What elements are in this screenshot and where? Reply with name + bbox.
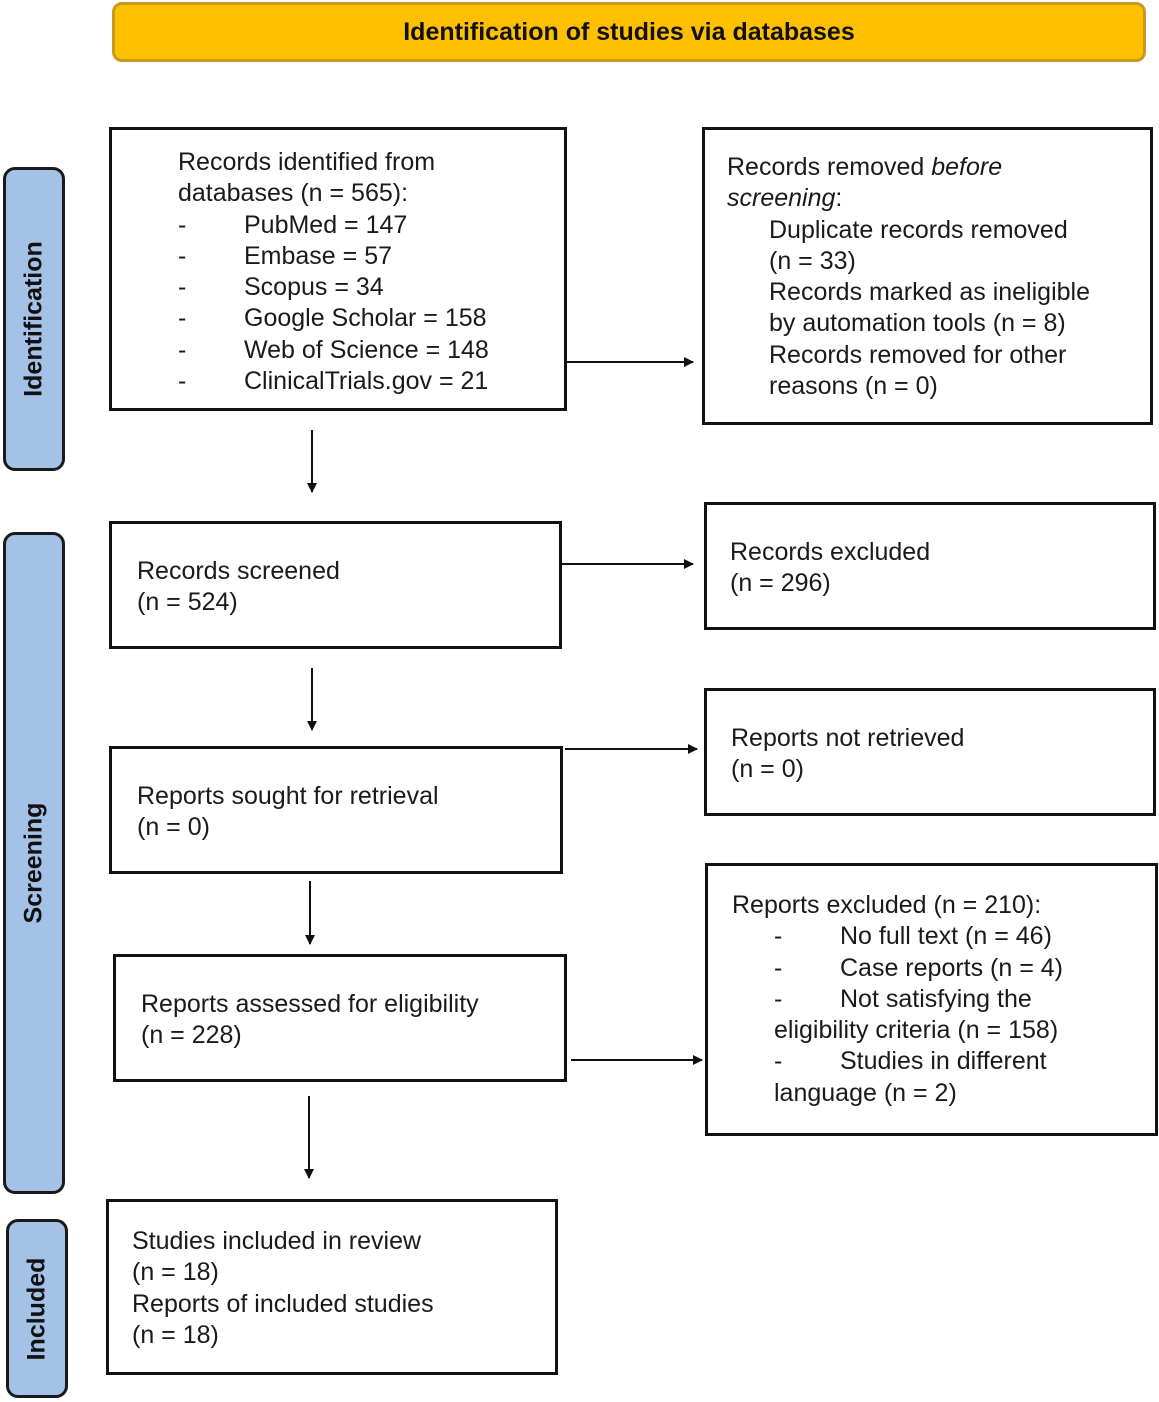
reports-excluded-item: - Studies in different — [732, 1046, 1155, 1077]
header-title: Identification of studies via databases — [403, 17, 855, 46]
records-removed-emphasis: before — [931, 153, 1003, 181]
list-dash: - — [178, 210, 187, 239]
list-dash: - — [774, 953, 783, 982]
source-google-scholar: Google Scholar = 158 — [244, 304, 487, 333]
source-embase: Embase = 57 — [244, 241, 393, 270]
source-item: - Google Scholar = 158 — [178, 303, 564, 334]
reports-excluded-box: Reports excluded (n = 210): - No full tex… — [705, 863, 1158, 1136]
excluded-criteria-b: eligibility criteria (n = 158) — [774, 1016, 1059, 1045]
excluded-no-full-text: No full text (n = 46) — [840, 922, 1052, 951]
records-identified-line2: databases (n = 565): — [178, 179, 409, 208]
records-screened-label: Records screened — [137, 557, 340, 585]
records-excluded-label: Records excluded — [730, 538, 931, 566]
source-item: - Scopus = 34 — [178, 272, 564, 303]
removed-ineligible: Records marked as ineligible — [769, 278, 1090, 307]
list-dash: - — [774, 984, 783, 1013]
source-scopus: Scopus = 34 — [244, 273, 384, 302]
records-removed-colon: : — [835, 184, 843, 213]
excluded-case-reports: Case reports (n = 4) — [840, 953, 1064, 982]
phase-identification: Identification — [3, 167, 65, 471]
reports-assessed-label: Reports assessed for eligibility — [141, 990, 479, 1018]
records-identified-line1: Records identified from — [178, 148, 436, 176]
list-dash: - — [178, 335, 187, 364]
removed-ineligible-count: by automation tools (n = 8) — [769, 309, 1066, 338]
source-pubmed: PubMed = 147 — [244, 210, 408, 239]
excluded-language-b: language (n = 2) — [774, 1078, 957, 1107]
list-dash: - — [178, 241, 187, 270]
removed-other: Records removed for other — [769, 340, 1067, 369]
list-dash: - — [178, 273, 187, 302]
list-dash: - — [178, 367, 187, 396]
reports-assessed-count: (n = 228) — [141, 1021, 242, 1050]
source-item: - PubMed = 147 — [178, 210, 564, 241]
list-dash: - — [774, 922, 783, 951]
removed-other-count: reasons (n = 0) — [769, 372, 938, 401]
reports-included-label: Reports of included studies — [132, 1289, 434, 1318]
studies-included-box: Studies included in review (n = 18) Repo… — [106, 1199, 558, 1375]
reports-sought-box: Reports sought for retrieval (n = 0) — [109, 746, 563, 874]
records-identified-box: Records identified from databases (n = 5… — [109, 127, 567, 411]
list-dash: - — [774, 1047, 783, 1076]
records-removed-box: Records removed before screening: Duplic… — [702, 127, 1153, 425]
records-removed-title-2: screening: — [727, 183, 1150, 214]
records-screened-count: (n = 524) — [137, 588, 238, 617]
phase-included: Included — [6, 1219, 68, 1398]
reports-excluded-item: - Not satisfying the — [732, 984, 1155, 1015]
source-item: - Web of Science = 148 — [178, 335, 564, 366]
records-excluded-box: Records excluded (n = 296) — [704, 502, 1156, 630]
removed-duplicates-count: (n = 33) — [769, 246, 856, 275]
records-removed-title-1: Records removed before — [727, 152, 1150, 183]
studies-included-count: (n = 18) — [132, 1258, 219, 1287]
records-removed-text: Records removed — [727, 153, 932, 181]
excluded-language-a: Studies in different — [840, 1047, 1047, 1076]
records-excluded-count: (n = 296) — [730, 569, 831, 598]
records-screened-box: Records screened (n = 524) — [109, 521, 562, 649]
reports-not-retrieved-count: (n = 0) — [731, 755, 804, 784]
reports-sought-count: (n = 0) — [137, 813, 210, 842]
reports-included-count: (n = 18) — [132, 1320, 219, 1349]
reports-excluded-item: - Case reports (n = 4) — [732, 953, 1155, 984]
reports-sought-label: Reports sought for retrieval — [137, 782, 439, 810]
reports-not-retrieved-box: Reports not retrieved (n = 0) — [704, 688, 1156, 816]
reports-not-retrieved-label: Reports not retrieved — [731, 724, 965, 752]
excluded-criteria-a: Not satisfying the — [840, 984, 1032, 1013]
list-dash: - — [178, 304, 187, 333]
source-clinicaltrials: ClinicalTrials.gov = 21 — [244, 367, 489, 396]
source-item: - ClinicalTrials.gov = 21 — [178, 366, 564, 397]
source-web-of-science: Web of Science = 148 — [244, 335, 489, 364]
removed-duplicates: Duplicate records removed — [769, 215, 1068, 244]
reports-excluded-item: - No full text (n = 46) — [732, 921, 1155, 952]
records-removed-emphasis: screening — [727, 184, 836, 213]
reports-assessed-box: Reports assessed for eligibility (n = 22… — [113, 954, 567, 1082]
source-item: - Embase = 57 — [178, 241, 564, 272]
studies-included-label: Studies included in review — [132, 1227, 422, 1255]
header-banner: Identification of studies via databases — [112, 2, 1146, 62]
phase-screening: Screening — [3, 532, 65, 1194]
reports-excluded-title: Reports excluded (n = 210): — [732, 891, 1042, 919]
